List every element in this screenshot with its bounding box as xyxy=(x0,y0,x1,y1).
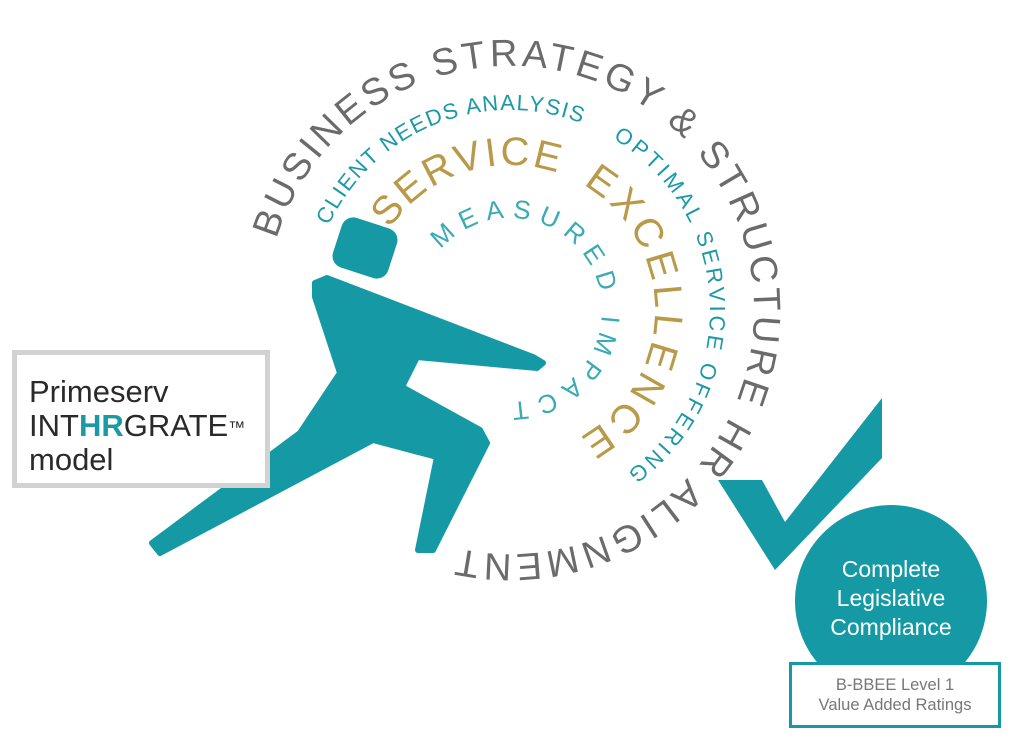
model-line-3: model xyxy=(29,442,114,477)
trademark-symbol: ™ xyxy=(228,418,246,437)
bbbee-rating-box: B-BBEE Level 1 Value Added Ratings xyxy=(789,662,1001,728)
rating-line-1: B-BBEE Level 1 xyxy=(835,676,955,694)
model-grate: GRATE xyxy=(123,408,229,443)
compliance-line-1: Complete xyxy=(841,556,941,582)
model-line-2: INTHRGRATE™ xyxy=(17,409,265,443)
figure-head xyxy=(332,217,398,279)
compliance-line-3: Compliance xyxy=(830,614,952,640)
compliance-line-2: Legislative xyxy=(836,585,946,611)
model-title-box: Primeserv INTHRGRATE™ model xyxy=(12,350,270,488)
model-int: INT xyxy=(29,408,79,443)
checkmark-icon xyxy=(718,398,882,570)
model-hr: HR xyxy=(78,408,124,443)
rating-line-2: Value Added Ratings xyxy=(818,696,972,714)
model-line-1: Primeserv xyxy=(29,374,169,409)
ring-measured-text: MEASURED IMPACT xyxy=(424,194,626,426)
